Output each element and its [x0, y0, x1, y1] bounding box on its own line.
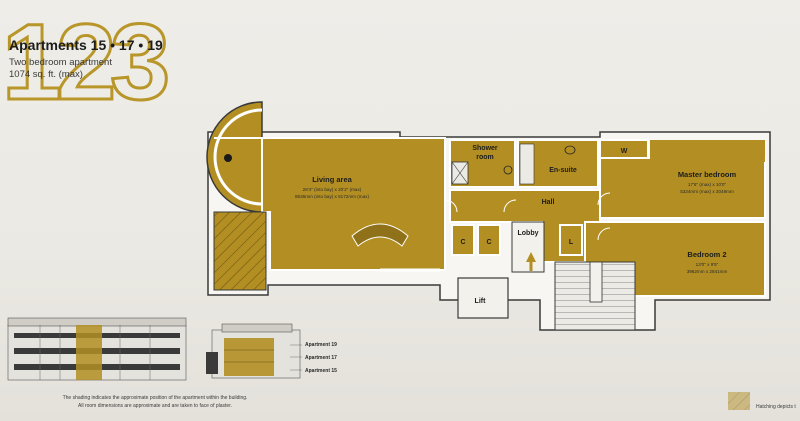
building-elevation-right — [206, 323, 302, 379]
apartment-number-graphic: 123 — [0, 1, 171, 122]
shower-room-label-1: Shower — [472, 145, 498, 152]
cupboard-2-label: C — [486, 239, 491, 246]
stove-icon — [224, 154, 232, 162]
living-area-dim-imperial: 28'4" (into bay) x 20'2" (max) — [303, 187, 362, 192]
master-bedroom — [599, 157, 766, 219]
footnote-line-1: The shading indicates the approximate po… — [62, 395, 248, 401]
apartment-area: 1074 sq. ft. (max) — [9, 69, 83, 80]
cupboard-2 — [477, 224, 501, 256]
building-elevation-left — [7, 317, 187, 381]
elevation-label-apartment-17: Apartment 17 — [305, 355, 337, 361]
lobby-label: Lobby — [518, 230, 539, 237]
lobby — [511, 221, 545, 273]
wardrobe-label: W — [621, 148, 628, 155]
linen-cupboard-label: L — [569, 239, 574, 246]
hall-label: Hall — [542, 199, 555, 206]
master-bedroom-label: Master bedroom — [678, 170, 737, 179]
living-area-dim-metric: 8636mm (into bay) x 6172mm (max) — [295, 194, 370, 199]
bedroom-2-dim-metric: 3962mm x 2841mm — [687, 269, 728, 274]
lift-label: Lift — [475, 298, 487, 305]
bay-window — [206, 101, 263, 213]
balcony-hatched — [213, 211, 267, 291]
hatching-note: Hatching depicts t — [756, 404, 796, 410]
en-suite-label: En-suite — [549, 167, 577, 174]
lift — [457, 277, 509, 319]
master-bedroom-dim-imperial: 17'6" (max) x 10'0" — [688, 182, 727, 187]
shower-room-label-2: room — [476, 154, 494, 161]
bedroom-2-dim-imperial: 13'0" x 9'5" — [696, 262, 719, 267]
footnote-line-2: All room dimensions are approximate and … — [78, 403, 232, 409]
elevation-label-apartment-19: Apartment 19 — [305, 342, 337, 348]
entrance-arrow-icon — [526, 252, 536, 262]
linen-cupboard — [559, 224, 583, 256]
bedroom-2-label: Bedroom 2 — [687, 250, 726, 259]
cupboard-1-label: C — [460, 239, 465, 246]
kitchen-island — [351, 223, 409, 247]
hatching-key-swatch — [728, 392, 750, 410]
page-title: Apartments 15 • 17 • 19 — [9, 37, 163, 53]
apartment-type: Two bedroom apartment — [9, 57, 112, 68]
living-area-label: Living area — [312, 175, 352, 184]
master-bedroom-dim-metric: 5334mm (max) x 3048mm — [680, 189, 734, 194]
elevation-label-apartment-15: Apartment 15 — [305, 368, 337, 374]
cupboard-1 — [451, 224, 475, 256]
